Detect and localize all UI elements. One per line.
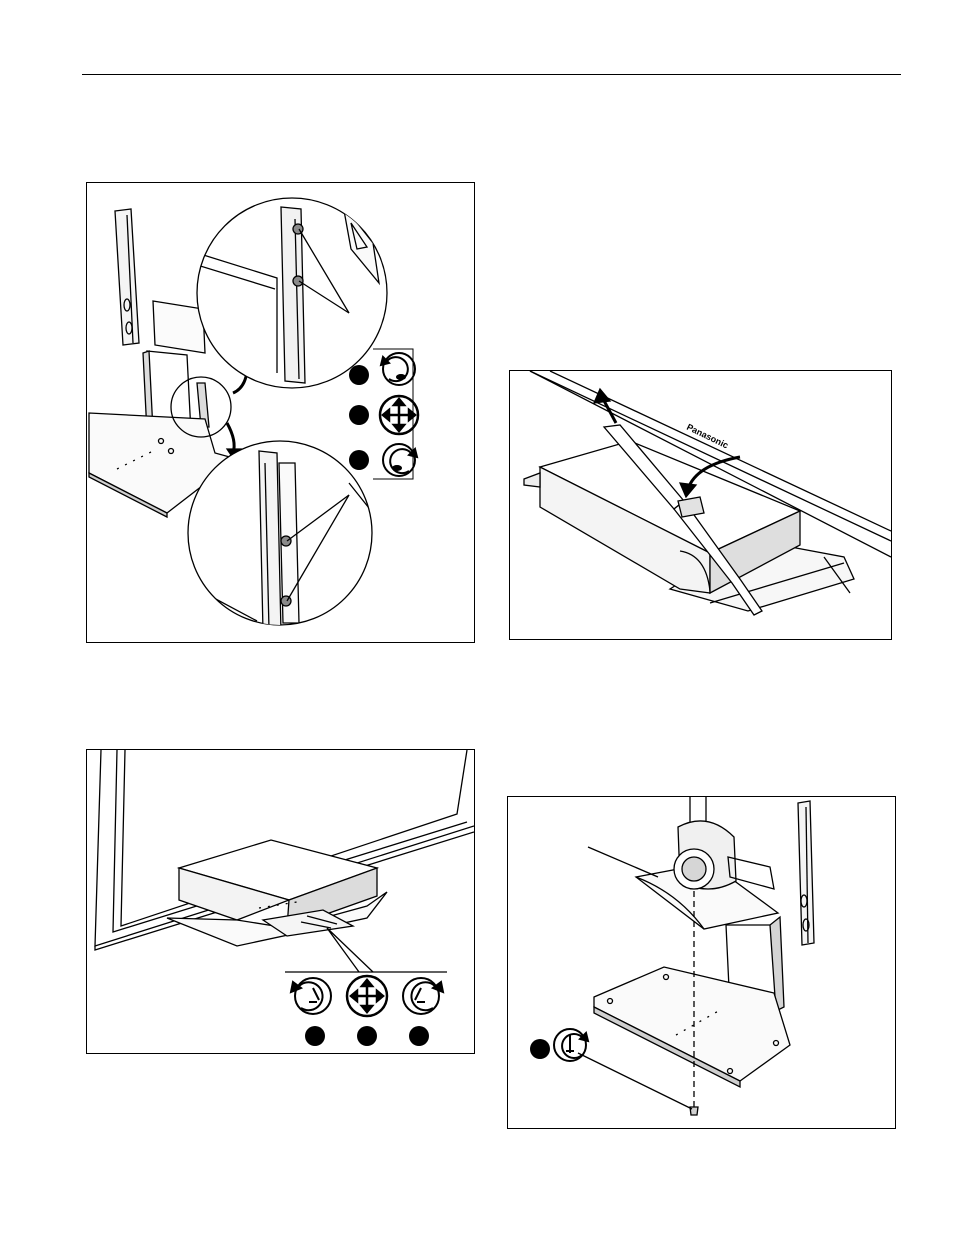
step-bullet-1 — [349, 365, 369, 385]
step-bullet-1 — [305, 1026, 325, 1046]
bracket-adjustment-drawing — [87, 183, 474, 642]
step-bullet-3 — [349, 450, 369, 470]
tighten-wrench-icon — [403, 978, 443, 1014]
step-bullet-2 — [349, 405, 369, 425]
figure-bracket-adjustment — [86, 182, 475, 643]
figure-strap-mount: Panasonic — [509, 370, 892, 640]
adjust-icon — [347, 976, 387, 1016]
tighten-icon — [383, 444, 417, 476]
header-rule — [82, 74, 901, 75]
adjust-icon — [380, 396, 418, 434]
step-bullet-3 — [409, 1026, 429, 1046]
step-bullet-1 — [530, 1039, 550, 1059]
figure-camera-install — [507, 796, 896, 1129]
figure-tray-adjustment — [86, 749, 475, 1054]
tighten-screw-icon — [554, 1029, 588, 1061]
loosen-wrench-icon — [291, 978, 331, 1014]
strap-mount-drawing: Panasonic — [510, 371, 891, 639]
loosen-icon — [381, 353, 415, 385]
tray-adjustment-drawing — [87, 750, 474, 1053]
step-bullet-2 — [357, 1026, 377, 1046]
brand-label: Panasonic — [685, 422, 730, 451]
camera-install-drawing — [508, 797, 895, 1128]
